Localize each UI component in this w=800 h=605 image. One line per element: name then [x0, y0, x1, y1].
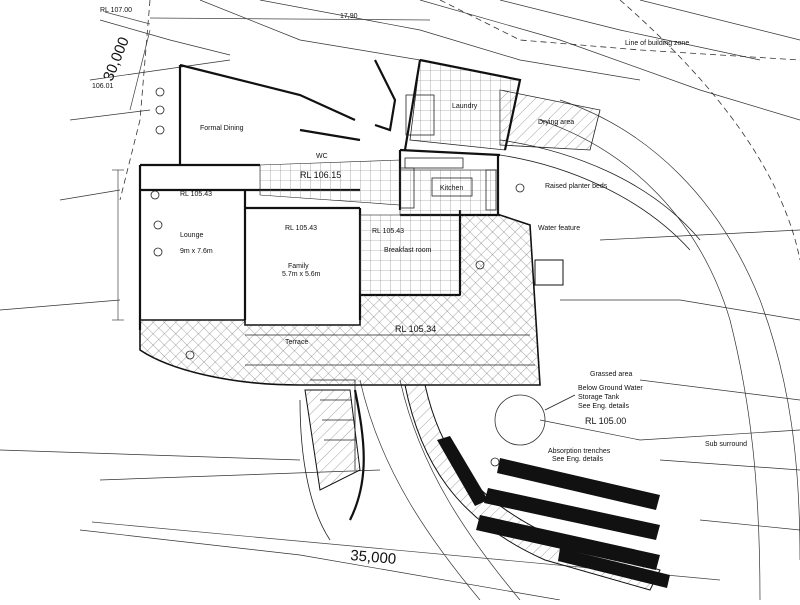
note-terrace: Terrace [285, 339, 308, 346]
storage-tank-circle [494, 394, 546, 446]
dim-bottom: 35,000 [350, 547, 397, 568]
room-laundry: Laundry [452, 103, 478, 110]
breakfast-floor-grid [359, 214, 461, 296]
note-water-feature: Water feature [538, 225, 580, 232]
dim-top-small-1: RL 107.00 [100, 7, 132, 14]
labels: 30,000 35,000 RL 107.00 17,90 106.01 For… [92, 7, 747, 568]
kitchen-floor-grid [399, 169, 499, 216]
room-breakfast: Breakfast room [384, 247, 432, 254]
hall-floor-grid [259, 159, 401, 206]
note-tank-1: Below Ground Water [578, 385, 643, 392]
room-family-size: 5.7m x 5.6m [282, 271, 321, 278]
dim-top: 30,000 [100, 35, 133, 84]
room-formal-dining: Formal Dining [200, 125, 244, 132]
room-family: Family [288, 263, 309, 270]
level-rl-garden: RL 105.00 [585, 416, 626, 426]
kitchen-benches [399, 94, 497, 211]
water-feature-box [534, 259, 564, 286]
planter-curve [499, 139, 701, 241]
dim-top-small-2: 17,90 [340, 13, 358, 20]
room-wc: WC [316, 153, 328, 160]
light-fixtures [150, 87, 525, 467]
note-absorption-1: Absorption trenches [548, 448, 611, 455]
stairs [299, 379, 365, 541]
level-rl-deck: RL 105.34 [395, 324, 436, 334]
level-rl-breakfast: RL 105.43 [372, 228, 404, 235]
room-lounge-size: 9m x 7.6m [180, 248, 213, 255]
absorption-trenches [437, 436, 670, 588]
level-rl-family: RL 105.43 [285, 225, 317, 232]
room-kitchen: Kitchen [440, 185, 463, 192]
dim-left-small: 106.01 [92, 83, 114, 90]
note-absorption-2: See Eng. details [552, 456, 603, 463]
note-planter-beds: Raised planter beds [545, 183, 608, 190]
room-lounge: Lounge [180, 232, 203, 239]
room-drying-area: Drying area [538, 119, 574, 126]
note-tank-3: See Eng. details [578, 403, 629, 410]
level-rl-10615: RL 106.15 [300, 170, 341, 180]
note-grassed-area: Grassed area [590, 371, 633, 378]
note-sub-surround: Sub surround [705, 441, 747, 448]
level-rl-lounge: RL 105.43 [180, 191, 212, 198]
note-building-zone: Line of building zone [625, 40, 689, 47]
note-tank-2: Storage Tank [578, 394, 620, 401]
deck-crosshatch-2 [140, 215, 540, 385]
